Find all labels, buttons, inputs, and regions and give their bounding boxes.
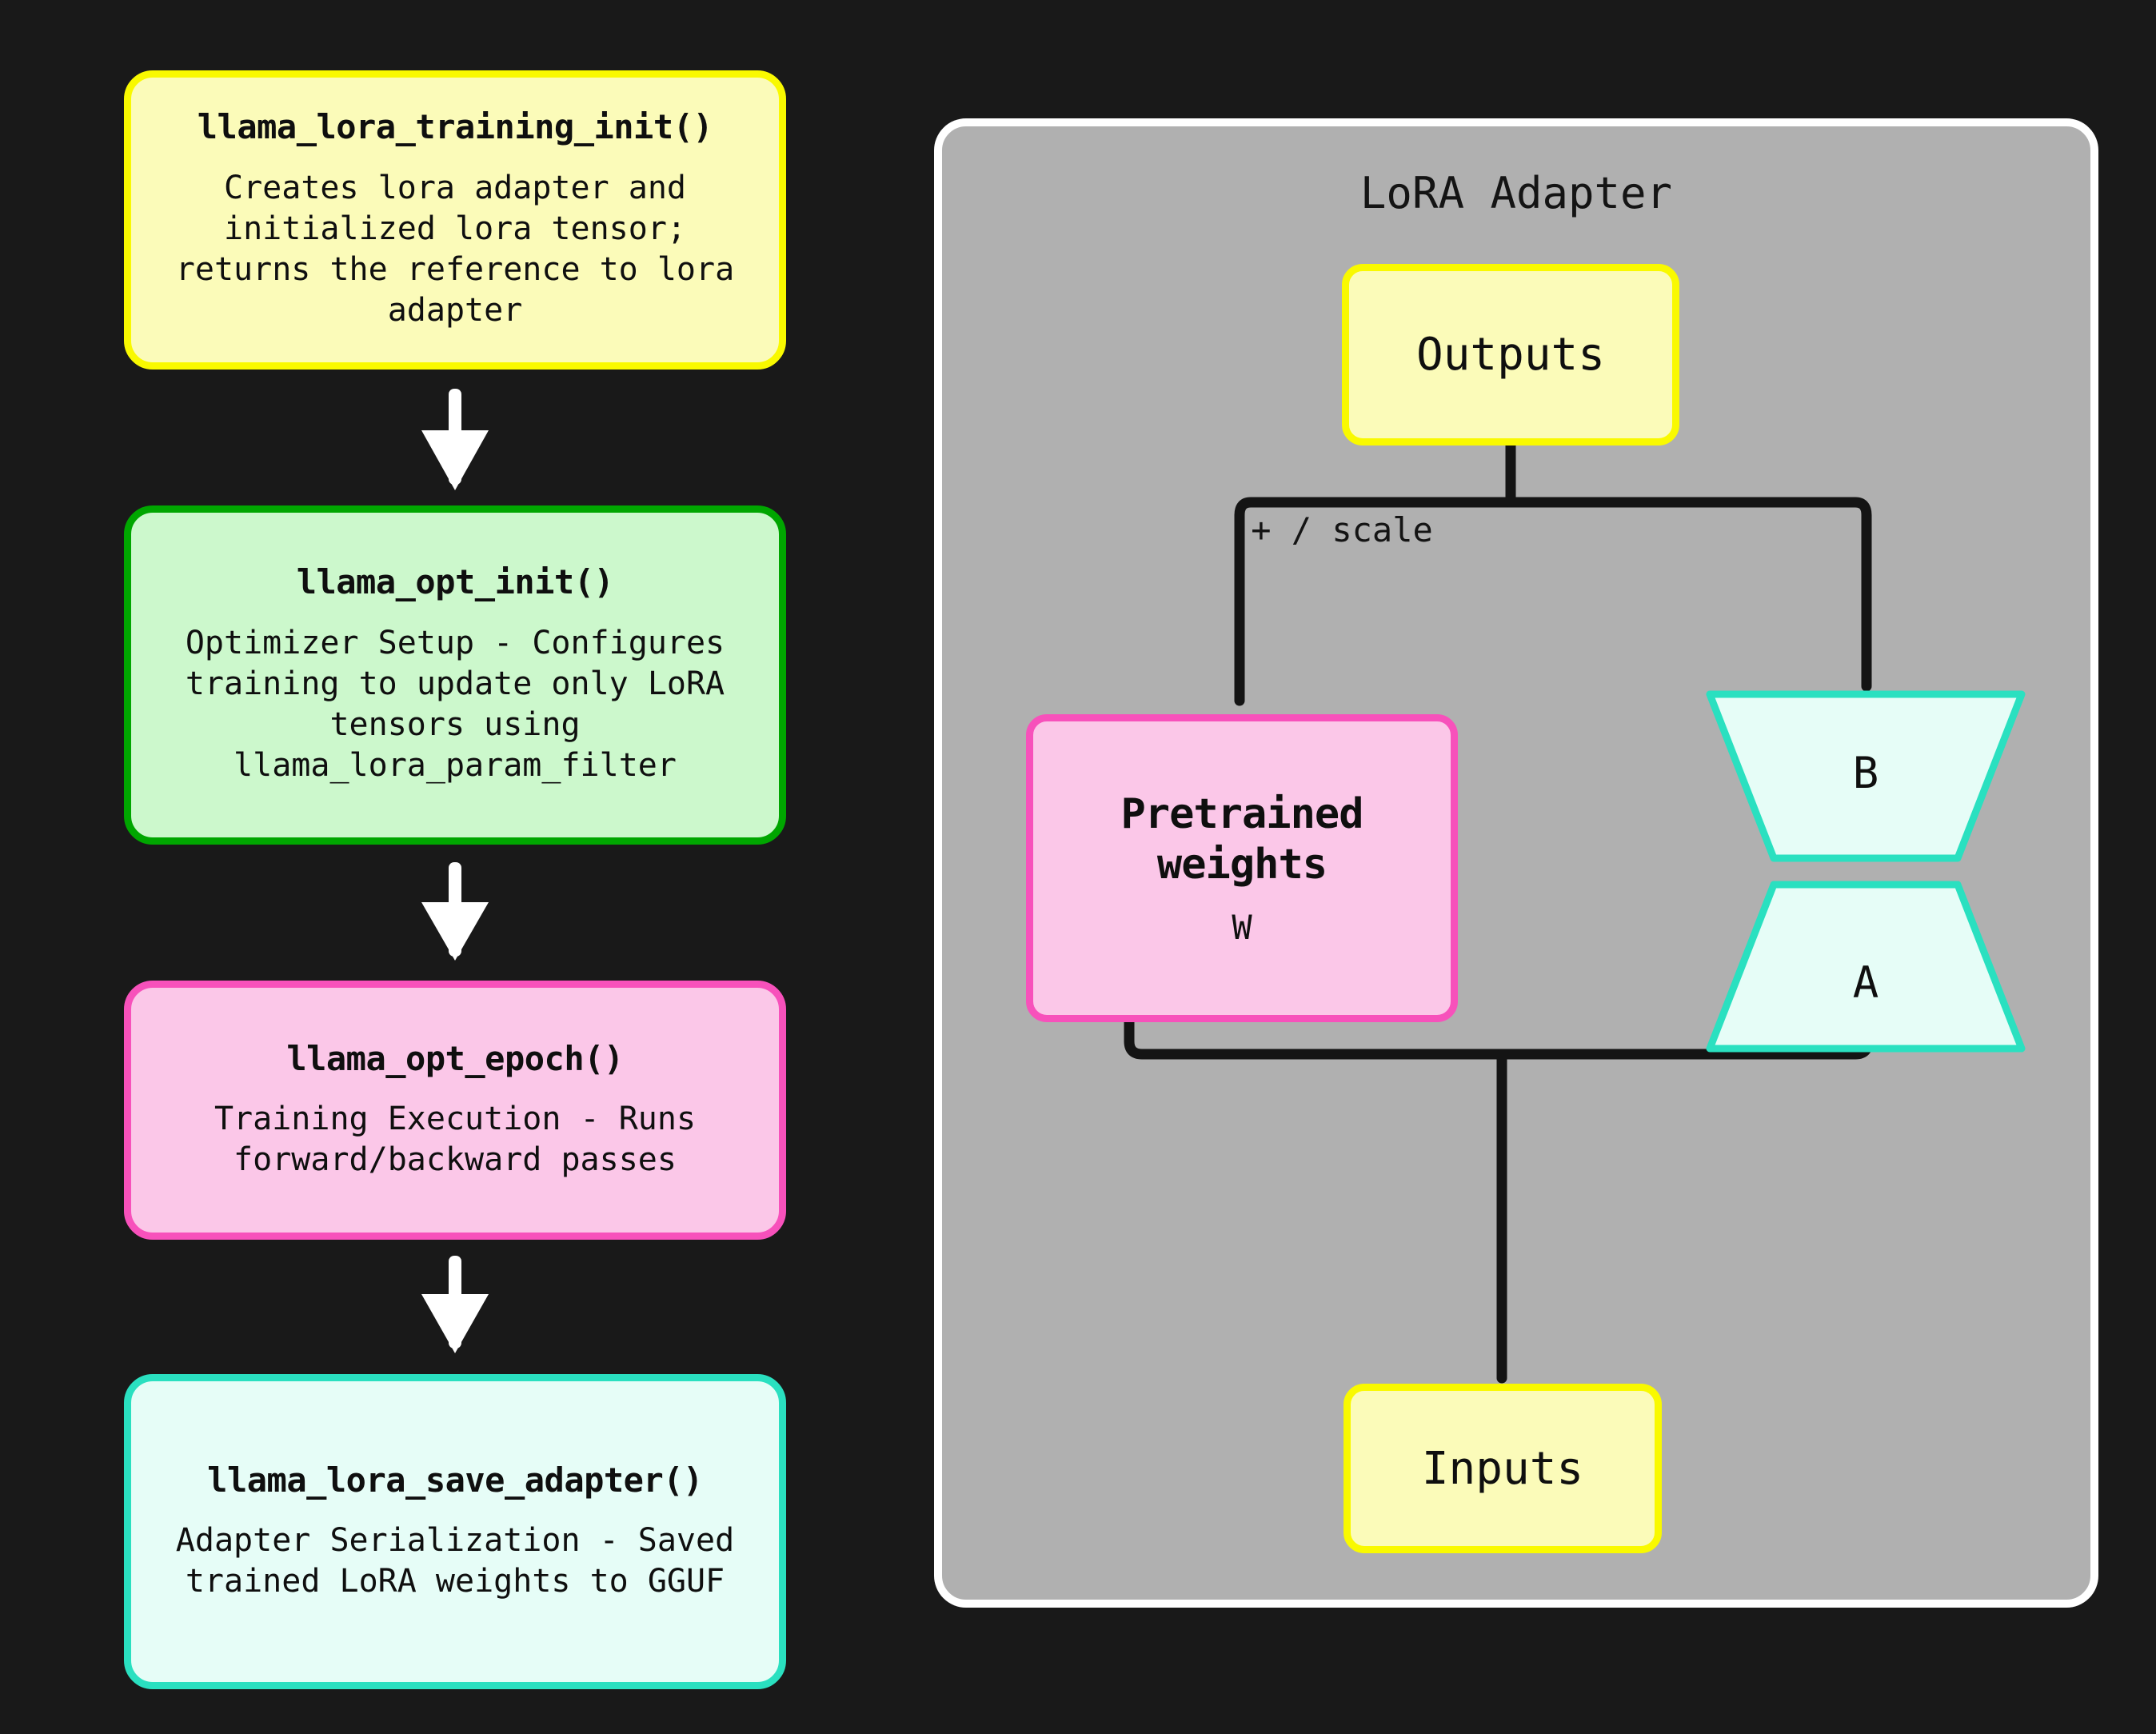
trapezoid-inverted-shape — [1706, 690, 2026, 862]
node-pretrained-weights[interactable]: Pretrained weights W — [1026, 714, 1458, 1022]
node-outputs-label: Outputs — [1415, 329, 1605, 381]
node-matrix-b-label: B — [1852, 748, 1879, 798]
node-outputs[interactable]: Outputs — [1342, 264, 1679, 445]
flow-arrow-down-icon-2 — [421, 862, 489, 961]
node-pretrained-symbol: W — [1232, 908, 1252, 948]
lora-adapter-panel: LoRA Adapter — [934, 118, 2098, 1608]
node-inputs-label: Inputs — [1421, 1442, 1584, 1495]
flow-step-title: llama_opt_init() — [296, 562, 614, 602]
flow-step-description: Training Execution - Runs forward/backwa… — [214, 1100, 697, 1179]
flow-step-llama-opt-epoch[interactable]: llama_opt_epoch() Training Execution - R… — [124, 981, 786, 1240]
flow-step-llama-lora-save-adapter[interactable]: llama_lora_save_adapter() Adapter Serial… — [124, 1374, 786, 1689]
flow-step-title: llama_opt_epoch() — [286, 1038, 624, 1078]
lora-adapter-title: LoRA Adapter — [1359, 168, 1673, 218]
flow-step-description: Adapter Serialization - Saved trained Lo… — [175, 1521, 735, 1600]
node-matrix-b[interactable]: B — [1706, 690, 2026, 862]
flow-step-llama-lora-training-init[interactable]: llama_lora_training_init() Creates lora … — [124, 70, 786, 370]
flow-step-llama-opt-init[interactable]: llama_opt_init() Optimizer Setup - Confi… — [124, 505, 786, 845]
flow-arrow-down-icon-3 — [421, 1256, 489, 1353]
flow-step-description: Creates lora adapter and initialized lor… — [175, 169, 735, 330]
node-pretrained-line2: weights — [1156, 841, 1328, 889]
merge-edge-label: + / scale — [1251, 510, 1433, 549]
wire-merge-right-branch — [1505, 497, 1872, 692]
flow-step-title: llama_lora_save_adapter() — [207, 1460, 703, 1500]
flow-step-title: llama_lora_training_init() — [197, 107, 713, 147]
trapezoid-shape — [1706, 881, 2026, 1053]
node-matrix-a-label: A — [1852, 957, 1879, 1008]
flow-step-description: Optimizer Setup - Configures training to… — [185, 624, 725, 785]
flow-arrow-down-icon-1 — [421, 389, 489, 490]
node-pretrained-line1: Pretrained — [1120, 789, 1363, 838]
node-matrix-a[interactable]: A — [1706, 881, 2026, 1053]
node-inputs[interactable]: Inputs — [1344, 1384, 1662, 1553]
